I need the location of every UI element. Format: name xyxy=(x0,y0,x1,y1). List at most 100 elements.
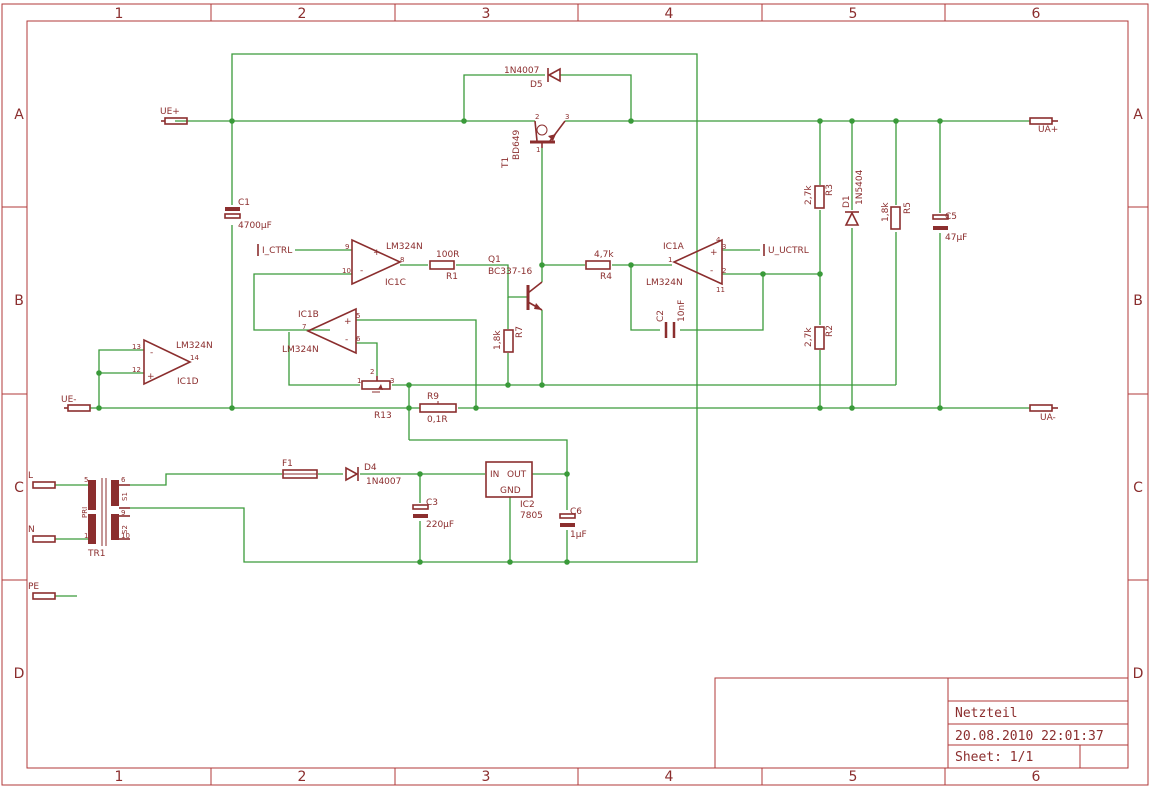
tr1-pin-6: 6 xyxy=(121,476,126,484)
ic1c-pin-8: 8 xyxy=(400,256,404,264)
opamp-ic1d xyxy=(143,338,192,386)
tr1-pin-5: 5 xyxy=(84,476,88,484)
row-label-right: C xyxy=(1133,480,1143,496)
resistor-r7 xyxy=(503,329,514,353)
junctions xyxy=(96,118,943,565)
wires xyxy=(55,53,1030,597)
ic1d-pin-13: 13 xyxy=(132,343,141,351)
r7-name: R7 xyxy=(515,326,525,338)
col-label-bottom: 6 xyxy=(1032,769,1041,785)
opamp-ic1c xyxy=(351,238,402,286)
r9-name: R9 xyxy=(427,392,439,402)
ic1a-minus: - xyxy=(710,266,713,276)
d1-name: D1 xyxy=(842,195,852,208)
t1-pin-2: 2 xyxy=(535,113,539,121)
c2-name: C2 xyxy=(656,310,666,322)
capacitor-c6 xyxy=(559,513,576,527)
col-label-top: 4 xyxy=(665,6,674,22)
ic1b-pin-7: 7 xyxy=(302,323,306,331)
fuse-f1 xyxy=(282,469,318,479)
ic1b-name: IC1B xyxy=(298,310,319,320)
ic1a-pin-1: 1 xyxy=(668,256,672,264)
drawing-frame xyxy=(1,3,1149,786)
col-label-bottom: 2 xyxy=(298,769,307,785)
connector-ue-minus xyxy=(64,404,91,412)
resistor-r1 xyxy=(429,260,455,270)
resistor-r4 xyxy=(585,260,611,270)
capacitor-c2 xyxy=(664,322,676,338)
t1-name: T1 xyxy=(501,157,511,169)
ic2-pin-gnd: GND xyxy=(500,486,521,496)
c6-name: C6 xyxy=(570,507,582,517)
diode-d5 xyxy=(547,67,561,83)
connector-ua-minus xyxy=(1029,404,1058,412)
d1-value: 1N5404 xyxy=(855,169,865,205)
t1-value: BD649 xyxy=(512,129,522,160)
connector-l-label: L xyxy=(28,471,33,481)
resistor-r5 xyxy=(890,206,901,230)
ic1b-pin-6: 6 xyxy=(356,335,361,343)
ic1c-value: LM324N xyxy=(386,242,423,252)
connector-ua-plus xyxy=(1029,117,1058,125)
transistor-t1 xyxy=(530,120,566,148)
r13-pin-3: 3 xyxy=(390,377,394,385)
tr1-pin-1: 1 xyxy=(84,532,88,540)
c6-value: 1µF xyxy=(570,530,587,540)
title-block-title: Netzteil xyxy=(955,706,1018,721)
col-label-top: 1 xyxy=(115,6,124,22)
r3-value: 2,7k xyxy=(804,185,814,205)
row-label-right: A xyxy=(1133,107,1143,123)
connector-n xyxy=(32,535,56,543)
connector-n-label: N xyxy=(28,525,35,535)
r13-name: R13 xyxy=(374,411,392,421)
col-label-bottom: 4 xyxy=(665,769,674,785)
c1-value: 4700µF xyxy=(238,221,272,231)
u-uctrl-label: U_UCTRL xyxy=(768,246,809,256)
ic1d-pin-12: 12 xyxy=(132,366,141,374)
ic1a-pin-11: 11 xyxy=(716,286,725,294)
connector-ue-minus-label: UE- xyxy=(61,395,77,405)
diode-d1 xyxy=(844,211,860,226)
row-label-left: D xyxy=(14,666,25,682)
opamp-ic1b xyxy=(306,307,357,355)
c3-value: 220µF xyxy=(426,520,454,530)
c5-name: C5 xyxy=(945,212,957,222)
q1-name: Q1 xyxy=(488,255,501,265)
r13-pin-2: 2 xyxy=(370,368,374,376)
col-label-top: 5 xyxy=(849,6,858,22)
d5-value: 1N4007 xyxy=(504,66,539,76)
ic1b-pin-5: 5 xyxy=(356,312,360,320)
row-label-right: B xyxy=(1133,293,1143,309)
connector-ua-plus-label: UA+ xyxy=(1038,125,1058,135)
r5-value: 1,8k xyxy=(881,202,891,222)
ic1c-pin-9: 9 xyxy=(345,243,349,251)
resistor-r2 xyxy=(814,326,825,350)
tr1-name: TR1 xyxy=(87,549,105,559)
potentiometer-r13 xyxy=(361,376,391,393)
resistor-r3 xyxy=(814,185,825,209)
opamp-ic1a xyxy=(672,238,723,286)
ic1a-plus: + xyxy=(710,248,718,258)
col-label-bottom: 5 xyxy=(849,769,858,785)
t1-pin-1: 1 xyxy=(536,146,540,154)
col-label-bottom: 1 xyxy=(115,769,124,785)
col-label-bottom: 3 xyxy=(482,769,491,785)
ic1d-name: IC1D xyxy=(177,377,199,387)
tr1-s1: S1 xyxy=(121,492,129,501)
title-block xyxy=(714,677,1129,769)
ic1a-name: IC1A xyxy=(663,242,685,252)
regulator-ic2 xyxy=(485,461,533,498)
r1-value: 100R xyxy=(436,250,459,260)
d4-value: 1N4007 xyxy=(366,477,401,487)
ic1c-minus: - xyxy=(360,266,363,276)
ic1a-pin-2: 2 xyxy=(722,267,726,275)
ic1d-pin-14: 14 xyxy=(190,354,199,362)
r7-value: 1,8k xyxy=(493,330,503,350)
t1-pin-3: 3 xyxy=(565,113,569,121)
title-block-sheet: Sheet: 1/1 xyxy=(955,750,1033,765)
ic1b-plus: + xyxy=(344,317,352,327)
connector-pe-label: PE xyxy=(28,582,39,592)
connector-ue-plus xyxy=(161,117,188,125)
r2-value: 2,7k xyxy=(804,327,814,347)
